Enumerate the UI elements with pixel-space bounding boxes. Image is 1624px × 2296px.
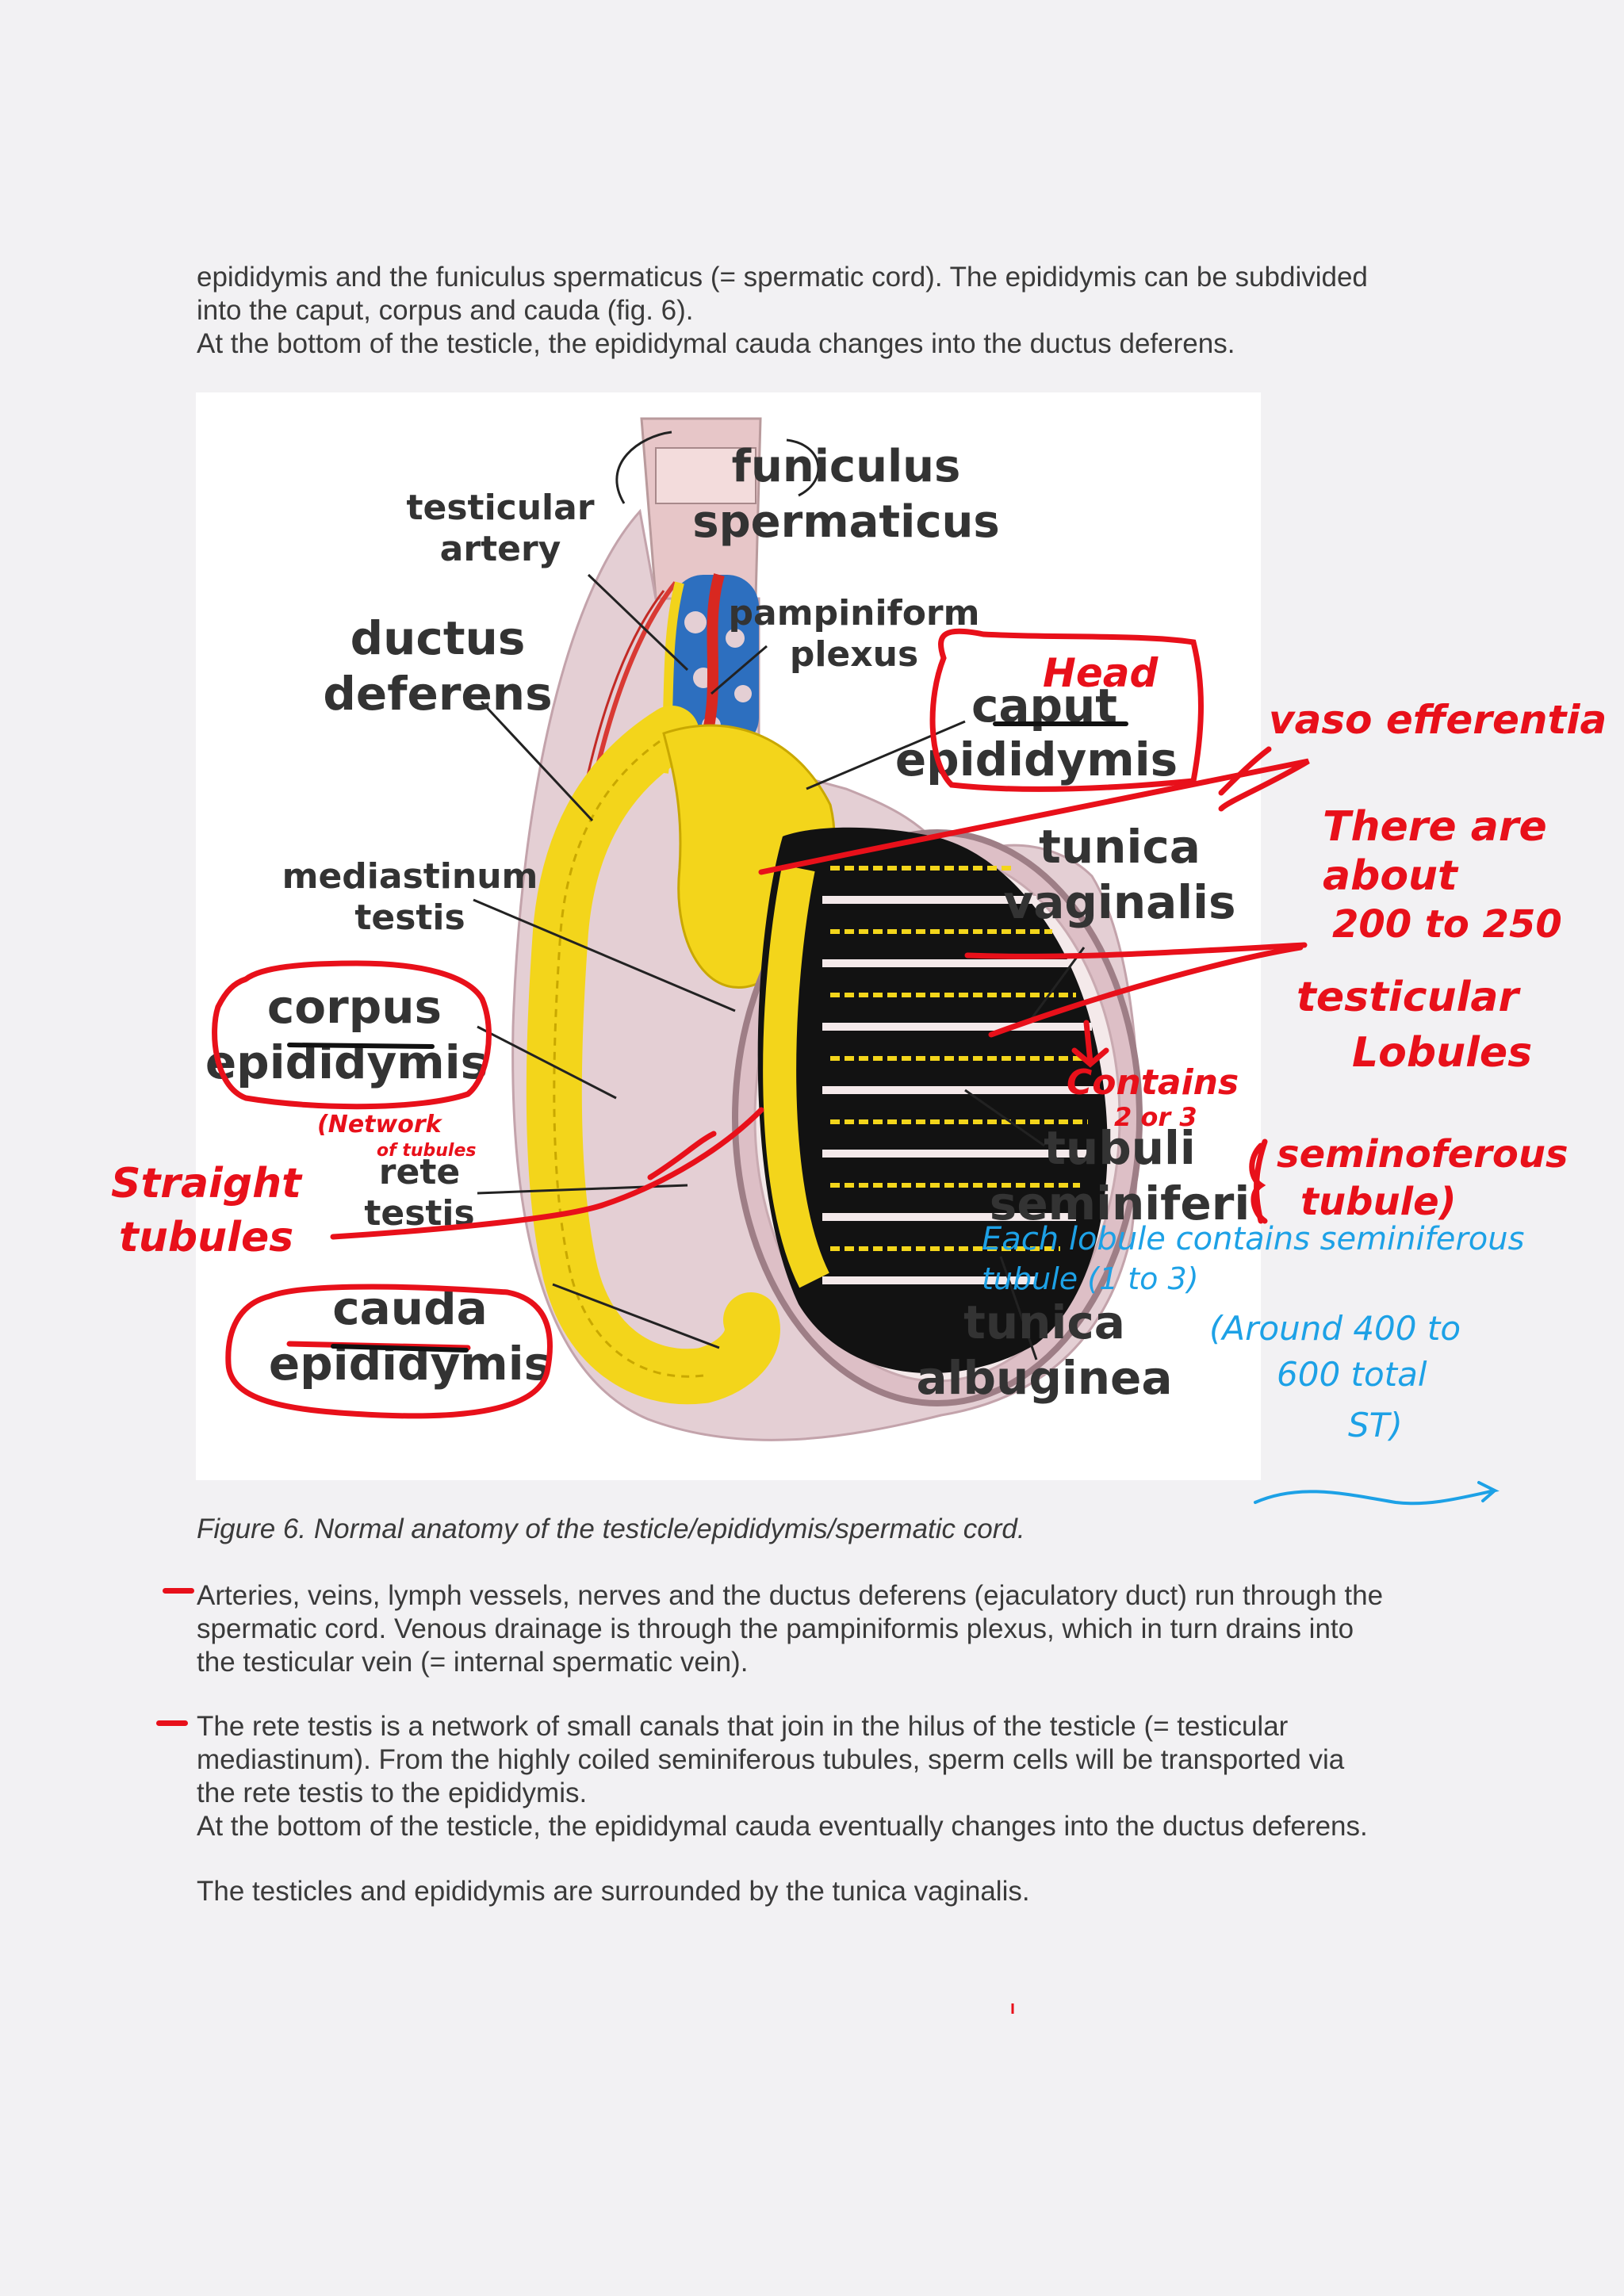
note-600-total: 600 total <box>1277 1355 1427 1394</box>
label-corpus-epididymis: epididymis <box>205 1035 488 1089</box>
intro-line: At the bottom of the testicle, the epidi… <box>197 328 1235 359</box>
label-caput-epididymis: epididymis <box>895 733 1178 786</box>
anatomy-figure: funiculus spermaticus testicular artery … <box>196 392 1261 1480</box>
paragraph-line: The testicles and epididymis are surroun… <box>197 1876 1030 1907</box>
note-about: about <box>1323 852 1459 900</box>
label-tunica-v: tunica <box>1039 820 1201 874</box>
note-seminoferous: seminoferous <box>1277 1132 1568 1177</box>
paragraph-line: the testicular vein (= internal spermati… <box>197 1647 749 1678</box>
label-vaginalis: vaginalis <box>1003 875 1235 929</box>
label-plexus: plexus <box>790 634 918 675</box>
label-caput: caput <box>971 679 1117 733</box>
paragraph-line: The rete testis is a network of small ca… <box>197 1711 1289 1742</box>
intro-line: epididymis and the funiculus spermaticus… <box>197 262 1368 293</box>
paragraph-spermatic-cord: Arteries, veins, lymph vessels, nerves a… <box>197 1579 1434 1679</box>
label-mediastinum: mediastinum <box>282 856 538 897</box>
bullet-dash <box>156 1720 188 1726</box>
paragraph-rete-testis: The rete testis is a network of small ca… <box>197 1710 1434 1843</box>
paragraph-line: mediastinum). From the highly coiled sem… <box>197 1744 1345 1775</box>
label-cauda-epididymis: epididymis <box>269 1337 551 1391</box>
note-200-250: 200 to 250 <box>1332 902 1562 947</box>
bullet-dash <box>163 1588 194 1594</box>
cord-fibers <box>655 447 756 504</box>
label-ductus: ductus <box>350 611 526 665</box>
anatomy-illustration: funiculus spermaticus testicular artery … <box>205 417 1250 1441</box>
paragraph-line: At the bottom of the testicle, the epidi… <box>197 1811 1368 1842</box>
intro-paragraph: epididymis and the funiculus spermaticus… <box>197 261 1434 361</box>
label-rete-testis: testis <box>364 1193 474 1234</box>
label-albuginea: albuginea <box>917 1351 1173 1405</box>
label-deferens: deferens <box>323 667 552 721</box>
paragraph-line: Arteries, veins, lymph vessels, nerves a… <box>197 1580 1384 1611</box>
paragraph-tunica: The testicles and epididymis are surroun… <box>197 1875 1434 1908</box>
label-seminiferi: seminiferi <box>990 1177 1250 1230</box>
label-tubuli: tubuli <box>1044 1121 1196 1175</box>
label-artery: artery <box>440 529 561 569</box>
note-vasa-efferentia: vaso efferentia <box>1269 697 1607 743</box>
note-st: ST) <box>1348 1406 1403 1445</box>
label-tunica-a: tunica <box>963 1295 1125 1349</box>
label-spermaticus: spermaticus <box>692 496 1000 548</box>
label-mediastinum-testis: testis <box>354 897 465 938</box>
paragraph-line: the rete testis to the epididymis. <box>197 1777 588 1808</box>
blue-squiggle-arrow <box>1254 1481 1500 1506</box>
intro-line: into the caput, corpus and cauda (fig. 6… <box>197 295 694 326</box>
label-pampiniform: pampiniform <box>729 593 980 633</box>
note-tubule: tubule) <box>1300 1180 1457 1224</box>
label-funiculus: funiculus <box>732 441 961 492</box>
paragraph-line: spermatic cord. Venous drainage is throu… <box>197 1613 1354 1644</box>
label-corpus: corpus <box>267 980 442 1034</box>
figure-caption: Figure 6. Normal anatomy of the testicle… <box>197 1513 1025 1544</box>
label-testicular: testicular <box>406 488 594 528</box>
note-lobules: Lobules <box>1352 1029 1532 1077</box>
label-rete: rete <box>379 1152 460 1192</box>
note-testicular: testicular <box>1297 974 1522 1021</box>
note-there-are: There are <box>1323 803 1547 851</box>
label-cauda: cauda <box>332 1281 487 1335</box>
